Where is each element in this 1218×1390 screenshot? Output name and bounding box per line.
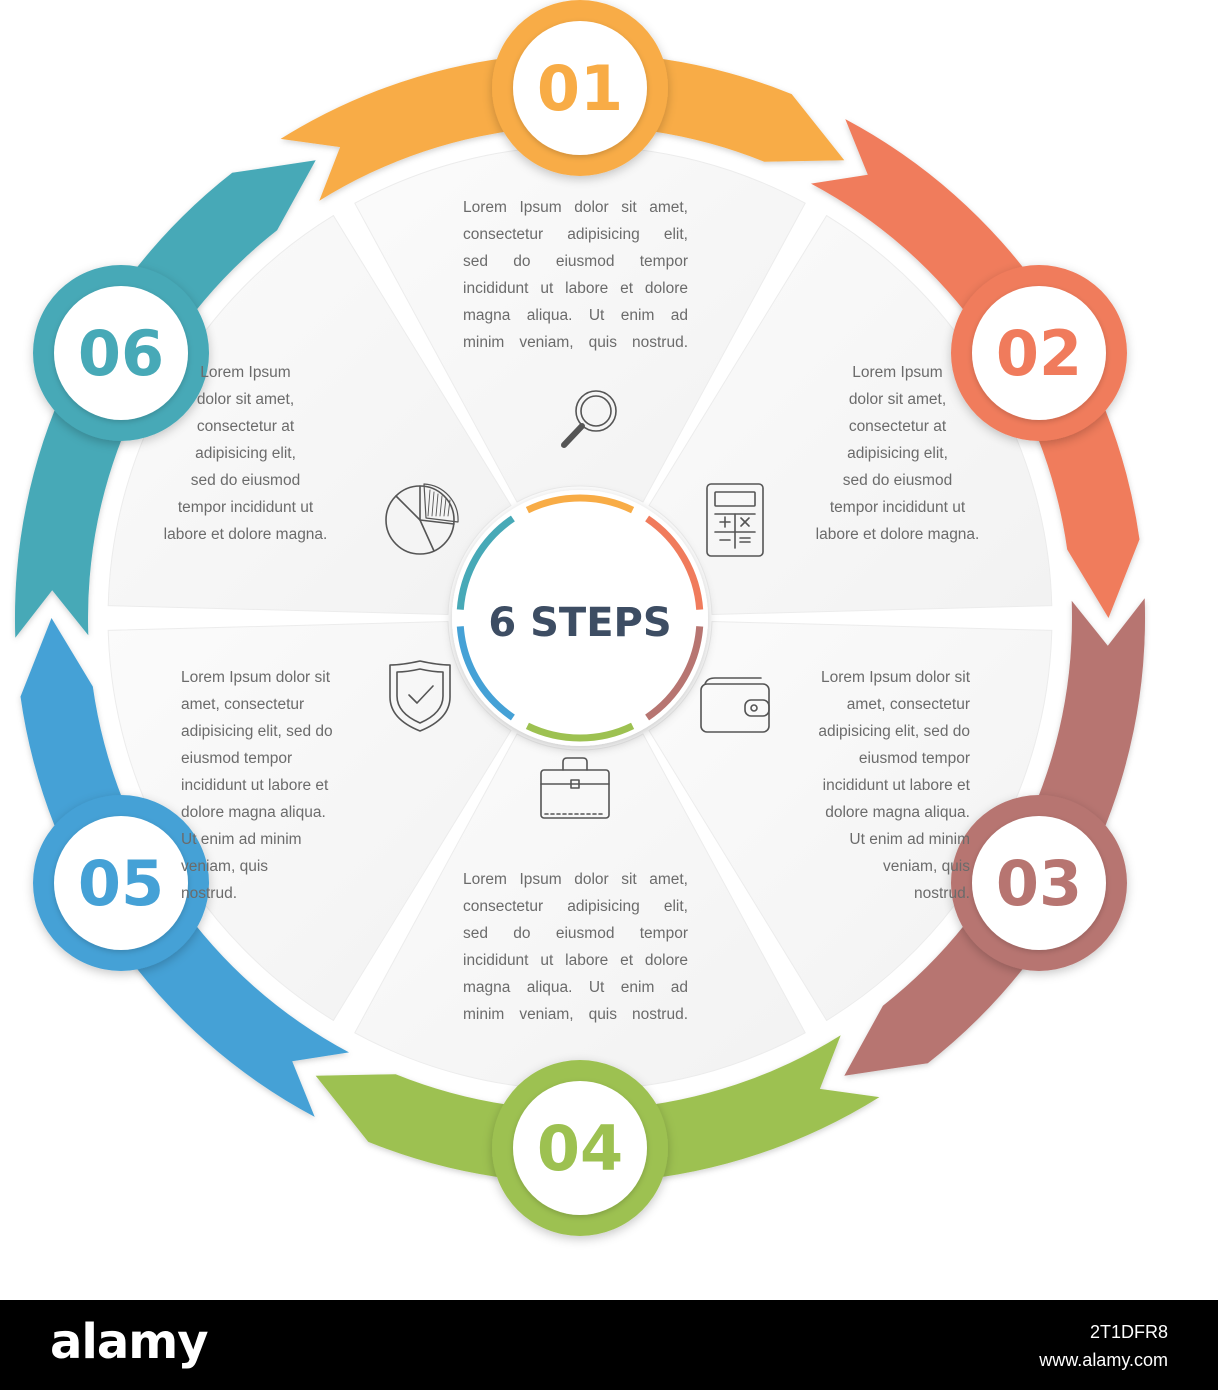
step-04-line-5: magna aliqua. Ut enim ad: [463, 979, 688, 996]
center-arc-04: [525, 722, 635, 742]
badge-layer: 01 02 03 04 05 06: [33, 0, 1127, 1236]
ring-arrow-01: [280, 52, 845, 201]
step-02-line-7: labore et dolore magna.: [815, 526, 980, 543]
six-steps-diagram: 6 STEPS 01 02 03 04 05 06 Lorem Ipsum dolor s…: [14, 0, 1146, 1236]
wallet-icon: [700, 677, 770, 733]
magnifier-icon: [561, 390, 617, 448]
step-number-05: 05: [78, 847, 164, 920]
step-03-line-5: incididunt ut labore et: [822, 777, 970, 794]
step-06-line-4: adipisicing elit,: [195, 445, 296, 462]
step-03-line-2: amet, consectetur: [846, 696, 970, 713]
center-disc: [452, 490, 708, 746]
step-02-line-6: tempor incididunt ut: [829, 499, 966, 516]
step-badge-02: 02: [950, 265, 1127, 441]
step-badge-01: 01: [492, 0, 668, 176]
step-badge-04: 04: [492, 1060, 668, 1236]
step-05-line-4: eiusmod tempor: [181, 750, 293, 767]
step-04-line-6: minim veniam, quis nostrud.: [463, 1006, 688, 1023]
step-badge-06: 06: [33, 265, 210, 441]
step-06-line-3: consectetur at: [196, 418, 295, 435]
step-06-line-1: Lorem Ipsum: [200, 364, 291, 381]
step-06-line-5: sed do eiusmod: [190, 472, 301, 489]
step-number-04: 04: [537, 1112, 623, 1185]
step-02-line-5: sed do eiusmod: [842, 472, 953, 489]
step-06-line-7: labore et dolore magna.: [163, 526, 328, 543]
alamy-logo: alamy: [50, 1314, 209, 1370]
step-05-line-9: nostrud.: [181, 885, 238, 902]
step-02-text: Lorem Ipsum dolor sit amet, consectetur at…: [780, 359, 1015, 548]
step-05-text: Lorem Ipsum dolor sit amet, consectetur ad…: [181, 664, 411, 907]
step-badge-05: 05: [33, 795, 210, 971]
step-01-line-6: minim veniam, quis nostrud.: [463, 334, 688, 351]
step-04-line-4: incididunt ut labore et dolore: [463, 952, 688, 969]
ring-arrow-06: [14, 160, 316, 638]
center-arc-01: [525, 494, 635, 514]
step-03-line-9: nostrud.: [913, 885, 970, 902]
step-number-06: 06: [78, 317, 164, 390]
ring-arrow-03: [844, 598, 1146, 1076]
calculator-icon: [706, 483, 764, 557]
ring-arrow-04: [315, 1035, 880, 1184]
step-01-line-3: sed do eiusmod tempor: [463, 253, 688, 270]
step-02-line-2: dolor sit amet,: [848, 391, 947, 408]
step-05-line-7: Ut enim ad minim: [181, 831, 302, 848]
step-02-line-4: adipisicing elit,: [847, 445, 948, 462]
briefcase-icon: [540, 757, 610, 819]
step-06-line-6: tempor incididunt ut: [177, 499, 314, 516]
footer-bar: alamy 2T1DFR8 www.alamy.com: [0, 1300, 1218, 1390]
step-badge-03: 03: [950, 795, 1127, 971]
wedge-04: [354, 733, 806, 1091]
ring-arrow-05: [20, 618, 349, 1117]
wedge-06: [107, 214, 512, 616]
image-id: 2T1DFR8: [1089, 1322, 1168, 1342]
ring-arrow-02: [811, 119, 1140, 618]
icon-layer: [385, 390, 770, 819]
step-03-line-8: veniam, quis: [882, 858, 970, 875]
center-arc-03: [645, 626, 704, 721]
wedge-05: [107, 620, 512, 1022]
ring-layer: [14, 52, 1146, 1184]
wedge-03: [648, 620, 1053, 1022]
step-03-line-7: Ut enim ad minim: [849, 831, 970, 848]
center-arc-06: [456, 515, 515, 610]
pie-chart-icon: [385, 483, 459, 555]
step-01-line-1: Lorem Ipsum dolor sit amet,: [463, 199, 688, 216]
step-04-line-1: Lorem Ipsum dolor sit amet,: [463, 871, 688, 888]
site-url: www.alamy.com: [1039, 1350, 1168, 1370]
step-05-line-5: incididunt ut labore et: [181, 777, 329, 794]
step-number-01: 01: [537, 52, 623, 125]
step-03-line-3: adipisicing elit, sed do: [818, 723, 970, 740]
wedge-01: [354, 145, 806, 503]
step-06-text: Lorem Ipsum dolor sit amet, consectetur at…: [128, 359, 363, 548]
center-layer: 6 STEPS: [452, 490, 708, 746]
step-03-text: Lorem Ipsum dolor sit amet, consectetur ad…: [740, 664, 970, 907]
step-04-text: Lorem Ipsum dolor sit amet, consectetur a…: [463, 866, 688, 1028]
center-arc-02: [645, 515, 704, 610]
step-number-02: 02: [996, 317, 1082, 390]
step-number-03: 03: [996, 847, 1082, 920]
step-03-line-6: dolore magna aliqua.: [825, 804, 970, 821]
step-02-line-3: consectetur at: [848, 418, 947, 435]
step-05-line-6: dolore magna aliqua.: [181, 804, 326, 821]
step-06-line-2: dolor sit amet,: [196, 391, 295, 408]
step-01-line-4: incididunt ut labore et dolore: [463, 280, 688, 297]
step-01-line-2: consectetur adipisicing elit,: [463, 226, 688, 243]
cycle-diagram-svg: 6 STEPS 01 02 03 04 05 06: [14, 0, 1146, 1236]
center-label: 6 STEPS: [488, 600, 671, 646]
step-01-line-5: magna aliqua. Ut enim ad: [463, 307, 688, 324]
step-03-line-1: Lorem Ipsum dolor sit: [820, 669, 970, 686]
step-05-line-2: amet, consectetur: [181, 696, 305, 713]
step-04-line-3: sed do eiusmod tempor: [463, 925, 688, 942]
step-05-line-1: Lorem Ipsum dolor sit: [181, 669, 331, 686]
step-03-line-4: eiusmod tempor: [858, 750, 970, 767]
center-arc-05: [456, 626, 515, 721]
shield-check-icon: [389, 660, 451, 732]
step-04-line-2: consectetur adipisicing elit,: [463, 898, 688, 915]
step-05-line-3: adipisicing elit, sed do: [181, 723, 333, 740]
step-01-text: Lorem Ipsum dolor sit amet, consectetur a…: [463, 194, 688, 356]
step-05-line-8: veniam, quis: [181, 858, 269, 875]
step-02-line-1: Lorem Ipsum: [852, 364, 943, 381]
